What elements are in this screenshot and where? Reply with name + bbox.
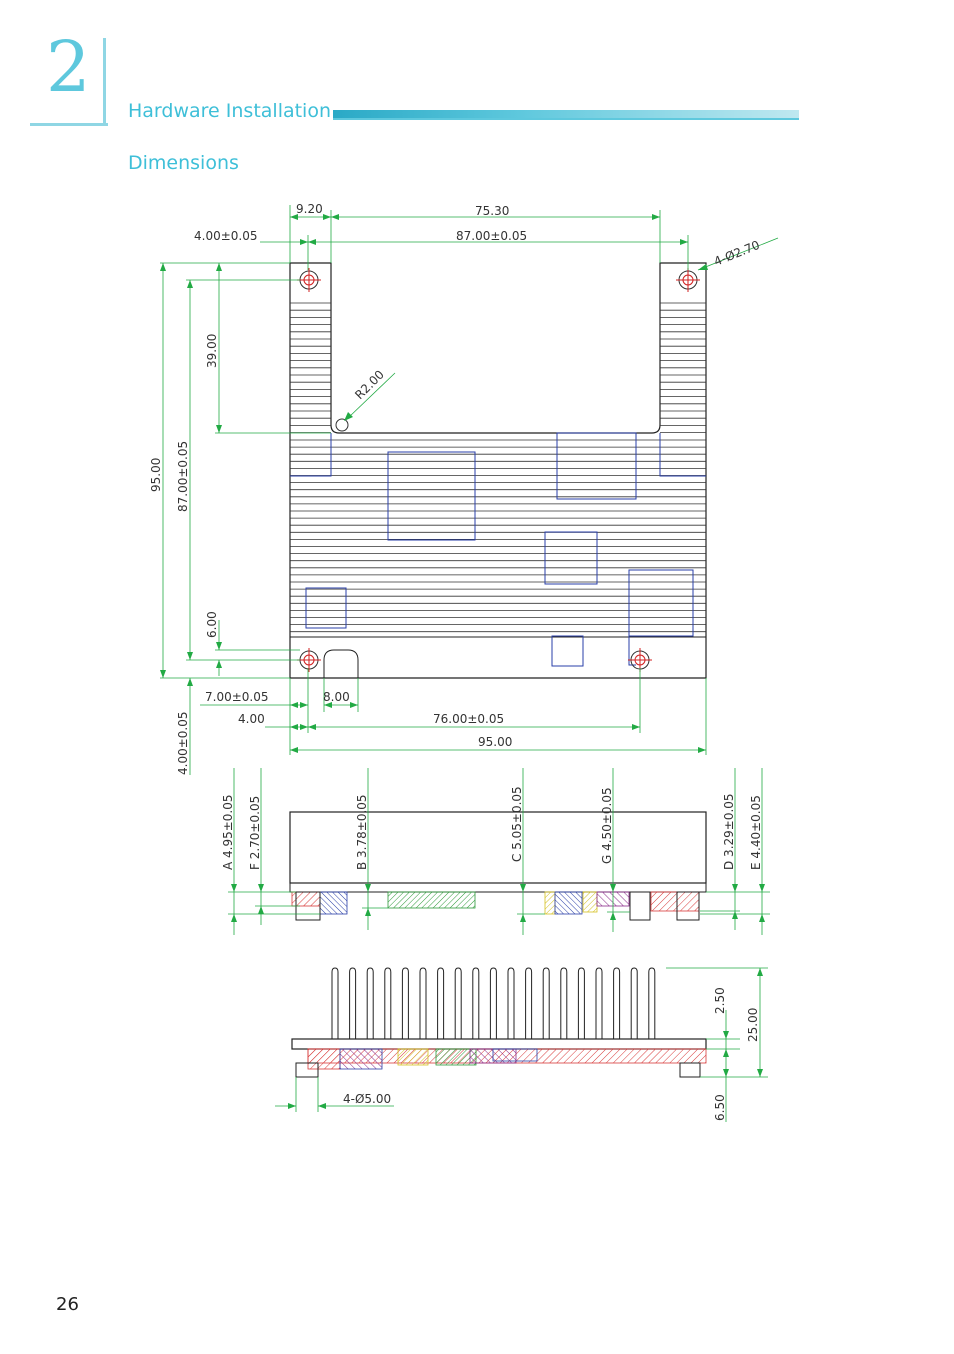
front-fin: [419, 967, 427, 1039]
front-fin: [349, 967, 357, 1039]
component-outline: [290, 433, 332, 477]
side-body: [289, 811, 707, 884]
dim-7-00-tol: 7.00±0.05: [205, 690, 269, 704]
component-outline: [556, 432, 637, 500]
front-fin: [366, 967, 374, 1039]
dim-d: D 3.29±0.05: [722, 793, 736, 870]
front-fin: [331, 967, 339, 1039]
component-outline: [387, 451, 476, 541]
chapter-underline: [30, 123, 108, 126]
front-fin: [542, 967, 550, 1039]
front-fin: [595, 967, 603, 1039]
dim-39-00: 39.00: [205, 334, 219, 368]
top-view: 9.20 75.30 4.00±0.05 87.00±0.05 4-Ø2.70 …: [149, 202, 779, 776]
dim-b: B 3.78±0.05: [355, 794, 369, 870]
dim-95-00-v: 95.00: [149, 458, 163, 492]
front-fin: [525, 967, 533, 1039]
front-fin: [577, 967, 585, 1039]
component-outline: [551, 635, 584, 667]
chapter-bar: [103, 38, 106, 126]
dim-4-00-tol: 4.00±0.05: [194, 229, 258, 243]
dim-hole: 4-Ø2.70: [712, 238, 762, 269]
section-title: Hardware Installation: [128, 100, 332, 122]
dim-76-00-tol: 76.00±0.05: [433, 712, 504, 726]
mounting-holes: [297, 268, 700, 672]
dim-95-00-h: 95.00: [478, 735, 512, 749]
front-fin: [401, 967, 409, 1039]
component-outline: [659, 433, 706, 477]
component-outline: [305, 587, 347, 629]
dim-f: F 2.70±0.05: [248, 796, 262, 870]
chapter-number: 2: [46, 26, 91, 108]
dim-4-00-tol-v: 4.00±0.05: [176, 712, 190, 776]
front-fin: [454, 967, 462, 1039]
dim-2-50: 2.50: [713, 987, 727, 1014]
front-fin: [437, 967, 445, 1039]
component-outline: [628, 636, 636, 666]
front-base: [291, 1038, 707, 1050]
dim-8-00: 8.00: [323, 690, 350, 704]
dim-75-30: 75.30: [475, 204, 509, 218]
front-fin: [507, 967, 515, 1039]
component-outline: [628, 569, 694, 637]
bottom-notch: [323, 649, 359, 678]
side-view: A 4.95±0.05 F 2.70±0.05 B 3.78±0.05 C 5.…: [221, 768, 770, 935]
front-fin: [613, 967, 621, 1039]
dim-9-20: 9.20: [296, 202, 323, 216]
dim-4-00: 4.00: [238, 712, 265, 726]
dim-25-00: 25.00: [746, 1008, 760, 1042]
dim-a: A 4.95±0.05: [221, 794, 235, 870]
title-rule: [333, 110, 799, 120]
front-fin: [489, 967, 497, 1039]
dim-g: G 4.50±0.05: [600, 787, 614, 864]
dim-6-50: 6.50: [713, 1094, 727, 1121]
dim-6-00: 6.00: [205, 611, 219, 638]
component-outline: [544, 531, 598, 585]
dim-e: E 4.40±0.05: [749, 795, 763, 870]
front-fin: [630, 967, 638, 1039]
front-fin: [648, 967, 656, 1039]
dim-87-00-tol-h: 87.00±0.05: [456, 229, 527, 243]
dim-87-00-tol-v: 87.00±0.05: [176, 441, 190, 512]
heatsink-outline: [289, 262, 707, 679]
front-fin: [472, 967, 480, 1039]
front-view: 2.50 25.00 6.50 4-Ø5.00: [275, 967, 768, 1122]
title-rule-line: [333, 118, 799, 120]
page-number: 26: [56, 1294, 79, 1315]
subsection-title: Dimensions: [128, 152, 239, 174]
dim-pins: 4-Ø5.00: [343, 1092, 391, 1106]
front-fin: [560, 967, 568, 1039]
dim-c: C 5.05±0.05: [510, 786, 524, 862]
front-fin: [384, 967, 392, 1039]
